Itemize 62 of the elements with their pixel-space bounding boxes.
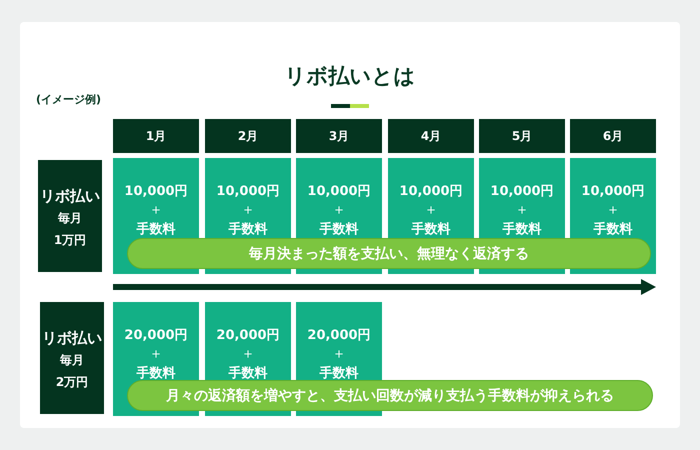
payment-text: 20,000円 — [216, 327, 280, 345]
payment-cell — [113, 302, 199, 380]
payment-text: 10,000円 — [307, 183, 371, 201]
message-text: 毎月決まった額を支払い、無理なく返済する — [249, 244, 529, 262]
month-header — [205, 119, 291, 153]
payment-text: 手数料 — [502, 220, 542, 239]
payment-text: ＋ — [241, 345, 255, 364]
payment-text: 手数料 — [412, 220, 450, 239]
caption-note: (イメージ例) — [36, 92, 102, 107]
payment-text: 10,000円 — [124, 183, 188, 201]
payment-cell — [570, 158, 656, 238]
month-label: 4月 — [420, 128, 442, 145]
plan-label: 毎月 — [58, 210, 82, 227]
payment-text: ＋ — [149, 345, 163, 364]
payment-text: 10,000円 — [399, 183, 463, 201]
plan-label: 2万円 — [56, 374, 88, 391]
title: リボ払いとは — [284, 63, 416, 90]
payment-text: ＋ — [515, 201, 529, 220]
message-text: 月々の返済額を増やすと、支払い回数が減り支払う手数料が抑えられる — [166, 386, 614, 404]
payment-text: 手数料 — [594, 220, 632, 239]
payment-cell — [388, 158, 474, 238]
plan-box — [38, 160, 102, 272]
payment-text: 手数料 — [136, 220, 176, 239]
payment-text: 手数料 — [320, 364, 358, 383]
month-label: 3月 — [328, 128, 350, 145]
message-pill — [127, 380, 653, 411]
plan-box — [40, 302, 104, 414]
payment-cell — [205, 158, 291, 238]
plan-label: リボ払い — [40, 186, 100, 207]
month-header — [113, 119, 199, 153]
payment-text: ＋ — [606, 201, 620, 220]
payment-text: ＋ — [332, 201, 346, 220]
payment-text: ＋ — [149, 201, 163, 220]
payment-cell — [205, 302, 291, 380]
month-header — [479, 119, 565, 153]
payment-cell — [296, 302, 382, 380]
payment-text: 手数料 — [228, 220, 268, 239]
month-label: 1月 — [146, 128, 166, 145]
payment-cell — [113, 158, 199, 238]
month-header — [570, 119, 656, 153]
payment-text: 20,000円 — [124, 327, 188, 345]
payment-text: 10,000円 — [581, 183, 645, 201]
payment-text: 手数料 — [228, 364, 268, 383]
payment-text: 10,000円 — [216, 183, 280, 201]
payment-text: ＋ — [241, 201, 255, 220]
plan-label: 1万円 — [54, 232, 86, 249]
plan-label: リボ払い — [42, 328, 102, 349]
month-label: 5月 — [512, 128, 532, 145]
payment-text: 20,000円 — [307, 327, 371, 345]
month-header — [296, 119, 382, 153]
month-header — [388, 119, 474, 153]
month-label: 2月 — [238, 128, 258, 145]
payment-text: 10,000円 — [490, 183, 554, 201]
payment-text: ＋ — [424, 201, 438, 220]
payment-text: 手数料 — [136, 364, 176, 383]
month-label: 6月 — [602, 128, 624, 145]
message-pill — [127, 238, 651, 269]
payment-text: ＋ — [332, 345, 346, 364]
payment-cell — [296, 158, 382, 238]
payment-text: 手数料 — [320, 220, 358, 239]
payment-cell — [479, 158, 565, 238]
plan-label: 毎月 — [60, 352, 84, 369]
